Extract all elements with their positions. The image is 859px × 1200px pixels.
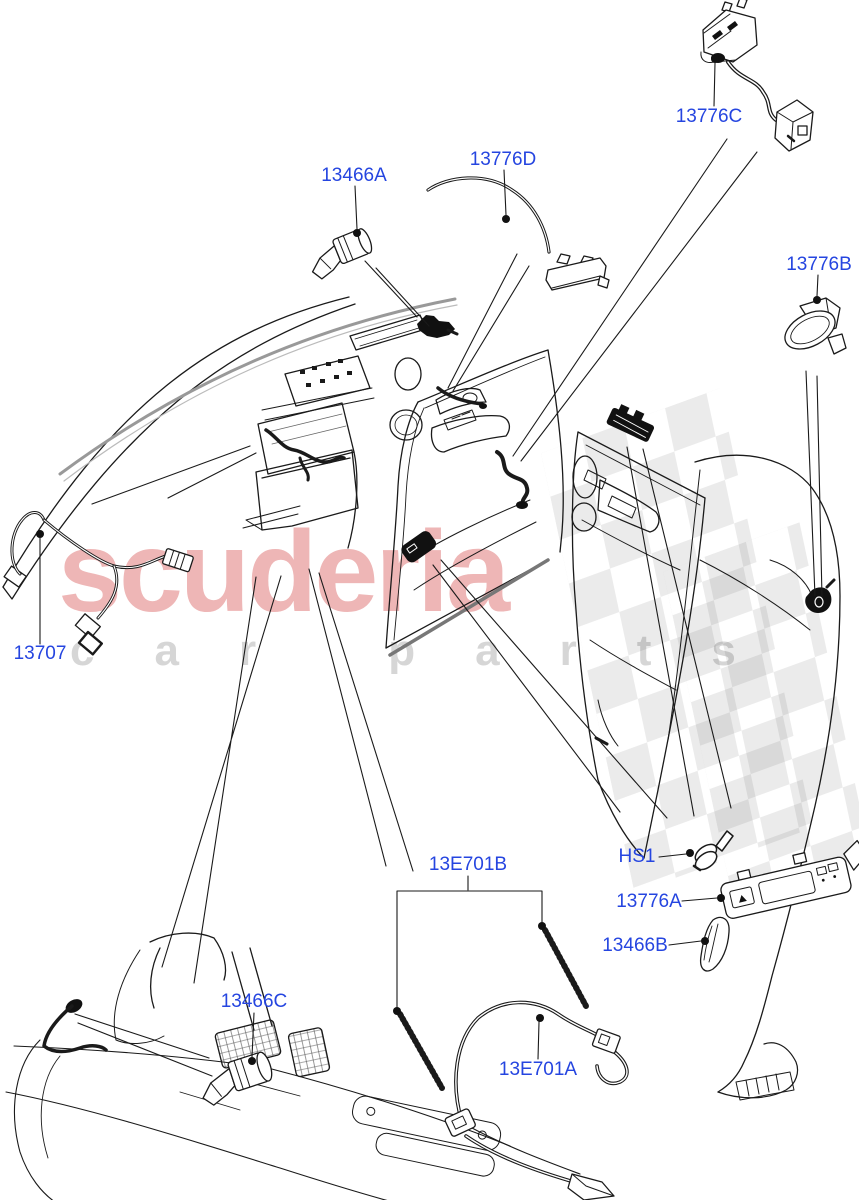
part-13E701A-drawing (444, 1000, 629, 1200)
part-label-13776A[interactable]: 13776A (616, 891, 682, 912)
part-13776D-drawing (426, 176, 610, 291)
part-13466A-drawing (311, 228, 373, 280)
part-HS1-drawing (692, 830, 734, 872)
part-13776B-drawing (784, 297, 847, 355)
part-label-13707[interactable]: 13707 (13, 643, 67, 664)
part-13E701B-drawing (396, 875, 589, 1091)
part-label-13E701A[interactable]: 13E701A (498, 1059, 578, 1080)
callout-dots (36, 55, 821, 1065)
front-door-panel-drawing (385, 349, 564, 657)
part-label-13776B[interactable]: 13776B (786, 254, 852, 275)
pointer-lines (74, 138, 823, 1077)
part-label-13E701B[interactable]: 13E701B (428, 854, 508, 875)
watermark-tagline: car parts (70, 626, 796, 675)
part-label-HS1[interactable]: HS1 (618, 846, 656, 867)
part-label-13776C[interactable]: 13776C (675, 106, 743, 127)
part-13776C-drawing (700, 0, 814, 152)
part-13776A-drawing (720, 839, 859, 919)
part-13707-drawing (3, 511, 194, 656)
part-label-13466B[interactable]: 13466B (602, 935, 668, 956)
part-label-13466A[interactable]: 13466A (321, 165, 387, 186)
rear-door-quarter-trim-drawing (571, 404, 841, 1101)
watermark-brand: scuderia (58, 508, 510, 636)
part-label-13466C[interactable]: 13466C (220, 991, 288, 1012)
part-label-13776D[interactable]: 13776D (469, 149, 537, 170)
part-13466C-drawing (202, 1051, 273, 1106)
dashboard-drawing (2, 296, 459, 600)
callout-stems (39, 62, 819, 1060)
